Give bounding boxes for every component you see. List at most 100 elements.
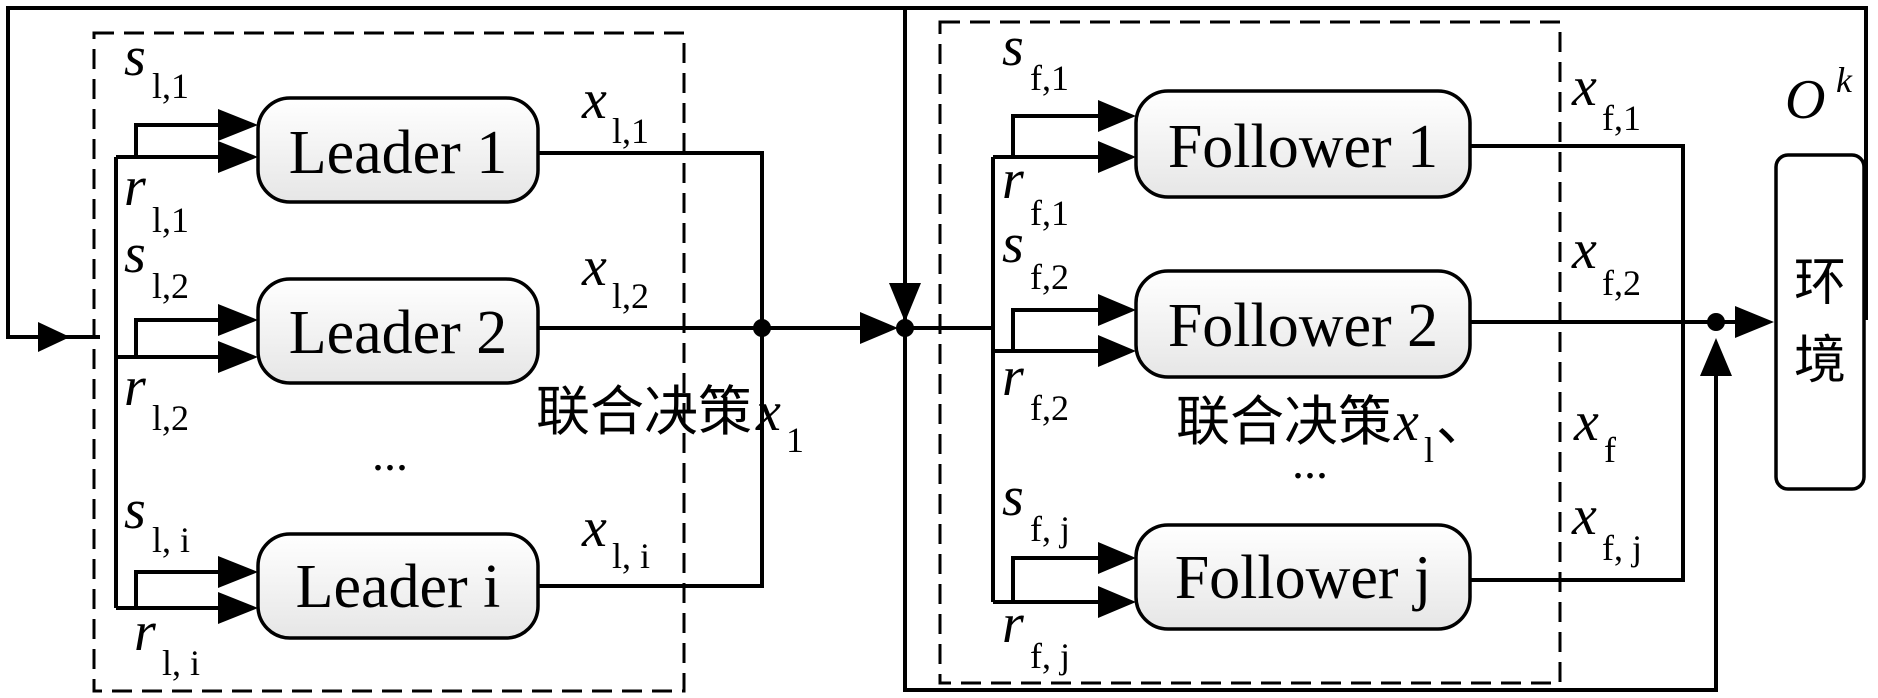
svg-text:f,2: f,2 bbox=[1030, 388, 1069, 428]
svg-text:s: s bbox=[1002, 466, 1024, 528]
svg-text:x: x bbox=[1571, 485, 1597, 547]
leader-2-s-label: s l,2 bbox=[124, 223, 189, 306]
svg-text:l, i: l, i bbox=[162, 643, 200, 683]
follower-joint-decision-label: 联合决策 x l 、 x f bbox=[1176, 390, 1616, 470]
follower-2-inputs bbox=[993, 294, 1136, 367]
follower-j-r-label: r f, j bbox=[1002, 593, 1070, 676]
svg-text:联合决策: 联合决策 bbox=[536, 380, 752, 443]
follower-1-s-label: s f,1 bbox=[1002, 16, 1069, 98]
leader-1-inputs bbox=[116, 109, 258, 173]
follower-outer-loop bbox=[903, 8, 1718, 692]
svg-text:r: r bbox=[1002, 149, 1024, 211]
svg-text:l,2: l,2 bbox=[612, 276, 649, 316]
svg-text:r: r bbox=[1002, 593, 1024, 655]
environment-label-2: 境 bbox=[1794, 331, 1846, 391]
svg-text:f, j: f, j bbox=[1030, 636, 1070, 676]
leader-2-r-label: r l,2 bbox=[124, 356, 189, 438]
svg-text:f,1: f,1 bbox=[1602, 98, 1641, 138]
follower-group-boundary bbox=[938, 20, 1562, 685]
svg-text:k: k bbox=[1836, 60, 1853, 100]
follower-j-label: Follower j bbox=[1175, 544, 1432, 612]
follower-1-label: Follower 1 bbox=[1168, 113, 1438, 181]
svg-text:1: 1 bbox=[786, 420, 804, 460]
svg-text:l,2: l,2 bbox=[152, 398, 189, 438]
environment-label-1: 环 bbox=[1794, 253, 1846, 313]
leader-i-r-label: r l, i bbox=[134, 601, 200, 683]
follower-1-output-label: x f,1 bbox=[1571, 56, 1641, 138]
follower-1-inputs bbox=[993, 100, 1136, 173]
svg-text:l,2: l,2 bbox=[152, 266, 189, 306]
follower-2-label: Follower 2 bbox=[1168, 292, 1438, 360]
env-junction-dot bbox=[1707, 313, 1725, 331]
svg-text:f,1: f,1 bbox=[1030, 58, 1069, 98]
svg-text:l,1: l,1 bbox=[152, 200, 189, 240]
follower-2-box: Follower 2 bbox=[1134, 269, 1472, 379]
svg-text:f, j: f, j bbox=[1030, 509, 1070, 549]
leader-joint-arrow bbox=[860, 312, 898, 344]
svg-text:x: x bbox=[755, 381, 781, 443]
follower-j-inputs bbox=[993, 542, 1136, 618]
follower-1-box: Follower 1 bbox=[1134, 89, 1472, 199]
svg-text:l,1: l,1 bbox=[152, 66, 189, 106]
svg-text:f,2: f,2 bbox=[1030, 257, 1069, 297]
leader-to-env-arrow bbox=[1700, 338, 1732, 376]
follower-j-s-label: s f, j bbox=[1002, 466, 1070, 549]
svg-text:x: x bbox=[1393, 391, 1419, 453]
svg-text:l: l bbox=[1424, 430, 1434, 470]
leader-2-output-label: x l,2 bbox=[581, 236, 649, 316]
svg-text:x: x bbox=[581, 236, 607, 298]
leader-ellipsis: ... bbox=[372, 428, 408, 481]
svg-text:r: r bbox=[124, 356, 146, 418]
svg-text:s: s bbox=[1002, 16, 1024, 78]
svg-text:f: f bbox=[1604, 430, 1616, 470]
svg-text:s: s bbox=[124, 479, 146, 541]
svg-text:x: x bbox=[581, 497, 607, 559]
leader-joint-decision-label: 联合决策 x 1 bbox=[536, 380, 804, 460]
follower-input-bus bbox=[905, 157, 995, 602]
leader-2-label: Leader 2 bbox=[289, 299, 508, 367]
svg-text:l, i: l, i bbox=[612, 536, 650, 576]
follower-2-output-label: x f,2 bbox=[1571, 219, 1641, 303]
follower-1-r-label: r f,1 bbox=[1002, 149, 1069, 233]
svg-text:s: s bbox=[1002, 213, 1024, 275]
svg-text:s: s bbox=[124, 26, 146, 88]
leader-1-box: Leader 1 bbox=[256, 96, 540, 204]
leader-1-r-label: r l,1 bbox=[124, 156, 189, 240]
leader-1-label: Leader 1 bbox=[289, 119, 508, 187]
environment-box: 环 境 bbox=[1774, 153, 1866, 491]
svg-text:x: x bbox=[1571, 219, 1597, 281]
svg-text:f,2: f,2 bbox=[1602, 263, 1641, 303]
leader-group-boundary bbox=[92, 31, 686, 693]
follower-2-r-label: r f,2 bbox=[1002, 346, 1069, 428]
svg-text:r: r bbox=[1002, 346, 1024, 408]
leader-1-output-label: x l,1 bbox=[581, 69, 649, 151]
svg-text:r: r bbox=[134, 601, 156, 663]
leader-i-output-label: x l, i bbox=[581, 497, 650, 576]
leader-2-inputs bbox=[116, 304, 258, 373]
svg-text:、: 、 bbox=[1436, 390, 1490, 453]
svg-text:r: r bbox=[124, 156, 146, 218]
svg-text:联合决策: 联合决策 bbox=[1176, 390, 1392, 453]
leader-1-s-label: s l,1 bbox=[124, 26, 189, 106]
leader-i-inputs bbox=[116, 556, 258, 624]
svg-text:x: x bbox=[1573, 391, 1599, 453]
leader-i-label: Leader i bbox=[296, 553, 501, 621]
leader-i-s-label: s l, i bbox=[124, 479, 190, 560]
leader-i-box: Leader i bbox=[256, 532, 540, 640]
follower-j-box: Follower j bbox=[1134, 523, 1472, 631]
leader-output-wires bbox=[538, 151, 764, 588]
leader-2-box: Leader 2 bbox=[256, 277, 540, 385]
follower-j-output-label: x f, j bbox=[1571, 485, 1642, 568]
svg-text:f, j: f, j bbox=[1602, 528, 1642, 568]
svg-text:f,1: f,1 bbox=[1030, 193, 1069, 233]
follower-ellipsis: ... bbox=[1292, 436, 1328, 489]
svg-text:s: s bbox=[124, 223, 146, 285]
observation-arrow bbox=[38, 322, 70, 352]
follower-2-s-label: s f,2 bbox=[1002, 213, 1069, 297]
svg-text:O: O bbox=[1785, 69, 1825, 131]
svg-text:l, i: l, i bbox=[152, 520, 190, 560]
observation-label: O k bbox=[1785, 60, 1853, 131]
env-input-arrow bbox=[1735, 306, 1774, 338]
feedback-down-arrow bbox=[889, 283, 921, 322]
